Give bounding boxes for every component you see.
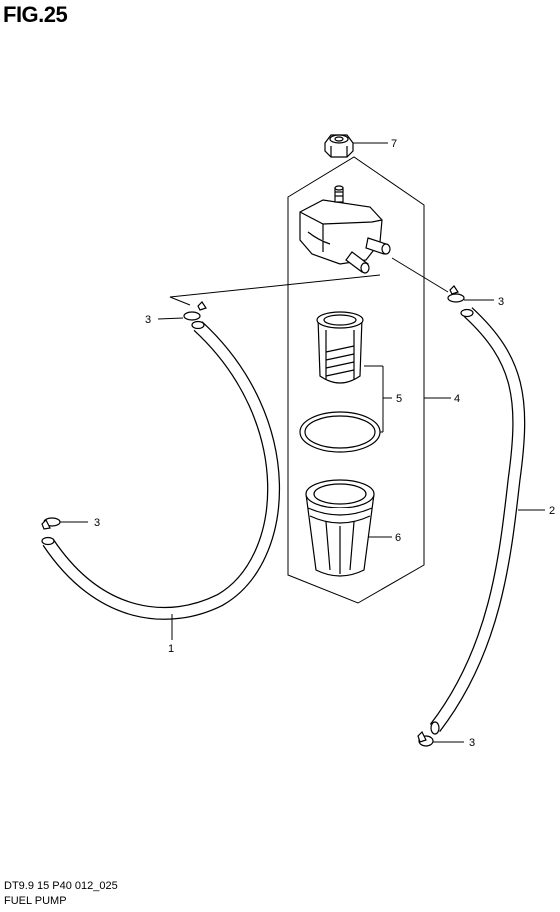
callout-1: 1 bbox=[168, 643, 174, 655]
fuel-hose-part-1 bbox=[41, 320, 281, 620]
o-ring-part-5 bbox=[299, 411, 381, 453]
clamp-part-3-middle-left bbox=[41, 517, 61, 530]
guide-line-left bbox=[169, 274, 381, 306]
figure-title: FIG.25 bbox=[3, 2, 68, 27]
bracket-5 bbox=[364, 365, 392, 433]
callout-5: 5 bbox=[396, 393, 402, 405]
section-name: FUEL PUMP bbox=[4, 895, 67, 907]
callout-3-lower-right: 3 bbox=[469, 737, 475, 749]
callout-4: 4 bbox=[454, 393, 460, 405]
leader-line-head-to-clamp bbox=[391, 257, 449, 293]
callout-3-upper-right: 3 bbox=[498, 296, 504, 308]
nut-part-7 bbox=[324, 134, 354, 158]
callout-6: 6 bbox=[395, 532, 401, 544]
clamp-part-3-upper-right bbox=[447, 285, 465, 303]
fuel-hose-part-2 bbox=[429, 307, 526, 735]
callout-2: 2 bbox=[549, 505, 555, 517]
clamp-part-3-upper-left bbox=[183, 301, 207, 321]
fuel-pump-assembly-outline bbox=[287, 156, 425, 604]
leader-line-3a bbox=[157, 317, 184, 320]
model-code: DT9.9 15 P40 012_025 bbox=[4, 880, 118, 892]
callout-7: 7 bbox=[391, 138, 397, 150]
strainer-part-5 bbox=[316, 311, 364, 384]
fuel-pump-head bbox=[299, 185, 391, 274]
callout-3-upper-left: 3 bbox=[145, 314, 151, 326]
clamp-part-3-lower-right bbox=[417, 730, 434, 747]
callout-3-middle-left: 3 bbox=[94, 517, 100, 529]
filter-cup-part-6 bbox=[305, 479, 375, 577]
